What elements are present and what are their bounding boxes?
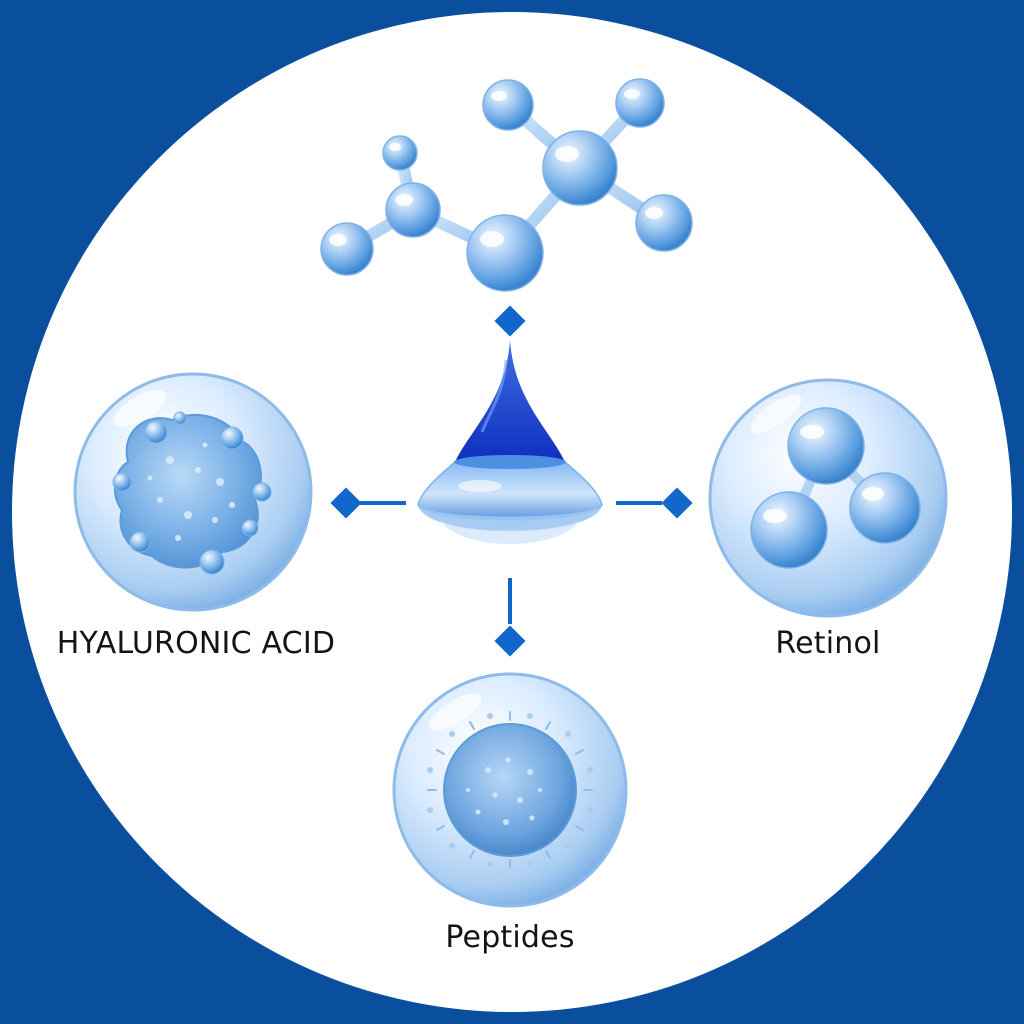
label-retinol: Retinol [775, 626, 881, 661]
hyaluronic-cell-icon [73, 372, 313, 612]
connector-right [616, 487, 693, 519]
retinol-molecule-icon [708, 378, 948, 618]
connector-top [494, 305, 526, 337]
peptide-cell-icon [392, 672, 628, 908]
connector-left [330, 487, 406, 519]
label-peptides: Peptides [445, 920, 575, 955]
label-hyaluronic-acid: HYALURONIC ACID [56, 626, 336, 661]
serum-drop-icon [417, 340, 603, 544]
molecule-icon [320, 78, 693, 292]
